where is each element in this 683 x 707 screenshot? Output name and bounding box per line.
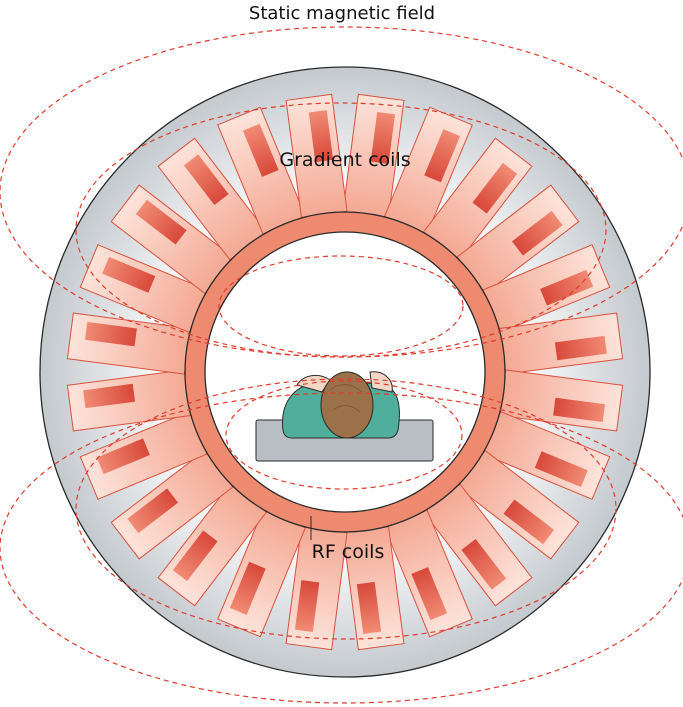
gradient-coil-core (242, 123, 279, 177)
gradient-coil-core (503, 499, 555, 545)
field-line-top-core (218, 255, 464, 357)
field-line-bottom-inner (75, 378, 617, 640)
gradient-coil-core (461, 538, 507, 590)
gradient-coil-block (499, 312, 624, 375)
field-line-top-inner (75, 102, 607, 358)
gradient-coil-block (342, 526, 405, 651)
gradient-coil-core (308, 110, 334, 163)
gradient-coils-label: Gradient coils (279, 149, 410, 171)
gradient-coil-core (472, 162, 518, 214)
gradient-coil-block (66, 369, 191, 432)
gradient-coil-core (411, 567, 448, 621)
patient-head (320, 371, 374, 439)
gradient-coil-block (499, 369, 624, 432)
rf-coils-label: RF coils (312, 541, 385, 563)
gradient-coil-block (217, 106, 307, 235)
gradient-coil-block (66, 312, 191, 375)
gradient-coil-block (285, 526, 348, 651)
gradient-coil-core (84, 321, 137, 347)
gradient-coils (66, 93, 624, 651)
gradient-coil-block (342, 93, 405, 218)
title-label: Static magnetic field (249, 3, 435, 24)
gradient-coil-block (157, 137, 268, 261)
patient-hair-detail (329, 384, 363, 413)
gradient-coil-core (356, 581, 382, 634)
gradient-coil-core (294, 580, 320, 633)
gradient-coil-core (534, 451, 588, 488)
gradient-coil-block (79, 410, 208, 500)
gradient-coil-core (540, 269, 594, 306)
patient-hand-right (369, 371, 393, 393)
gradient-coil-core (127, 488, 179, 534)
gradient-coil-block (217, 509, 307, 638)
gradient-coil-core (424, 129, 461, 183)
gradient-coil-core (370, 111, 396, 164)
gradient-coil-core (229, 561, 266, 615)
field-line-bottom-core (225, 380, 463, 490)
gradient-coil-core (183, 154, 229, 206)
gradient-coil-core (553, 397, 606, 423)
field-line-bottom-outer (0, 392, 683, 704)
gradient-coil-core (554, 335, 607, 361)
gradient-coil-core (135, 199, 187, 245)
gradient-coil-core (172, 530, 218, 582)
patient (255, 371, 434, 462)
field-lines (0, 26, 683, 704)
gradient-coil-core (102, 256, 156, 293)
gradient-coil-core (83, 383, 136, 409)
gradient-coil-core (96, 438, 150, 475)
gradient-coil-core (511, 210, 563, 256)
